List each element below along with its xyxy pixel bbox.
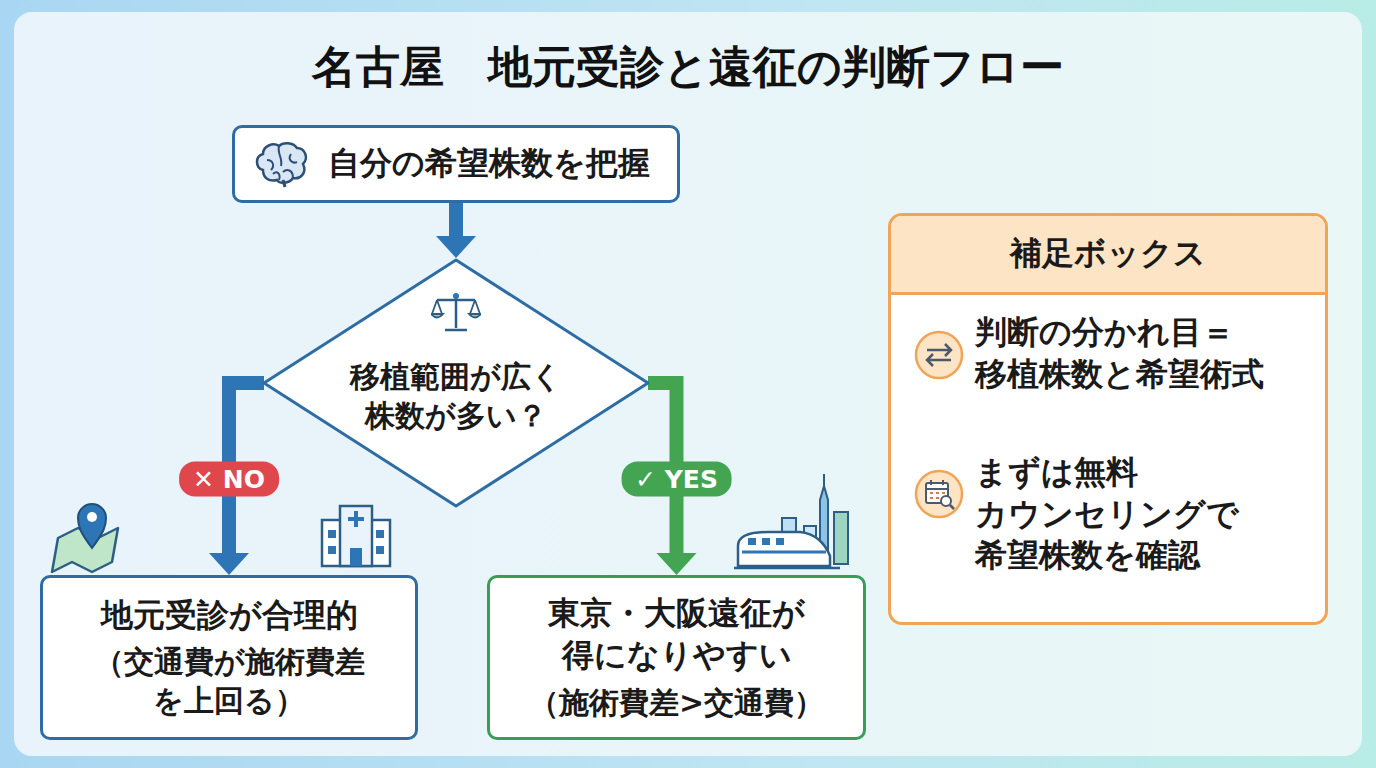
hospital-icon bbox=[322, 506, 390, 566]
arrow-head bbox=[209, 553, 249, 575]
panel-heading: 補足ボックス bbox=[1010, 233, 1206, 275]
arrow-head bbox=[657, 553, 697, 575]
swap-icon bbox=[913, 329, 965, 381]
note-text: まずは無料 カウンセリングで 希望株数を確認 bbox=[975, 452, 1305, 577]
process-box: 東京・大阪遠征が 得になりやすい （施術費差>交通費） bbox=[487, 575, 866, 740]
node-label: 自分の希望株数を把握 bbox=[328, 143, 650, 185]
node-label: 地元受診が合理的 bbox=[101, 595, 358, 637]
branch-label: ✓ YES bbox=[621, 462, 732, 497]
arrow-head bbox=[436, 236, 476, 258]
process-box: 地元受診が合理的 （交通費が施術費差 を上回る） bbox=[40, 575, 418, 740]
process-box: 自分の希望株数を把握 bbox=[232, 125, 680, 203]
scale-icon bbox=[431, 290, 481, 334]
node-label: 移植範囲が広く 株数が多い？ bbox=[341, 357, 571, 435]
branch-label: ✕ NO bbox=[179, 462, 279, 497]
panel-header: 補足ボックス bbox=[891, 216, 1325, 295]
calendar-search-icon bbox=[913, 468, 965, 520]
node-note: （施術費差>交通費） bbox=[529, 683, 824, 722]
node-note: （交通費が施術費差 を上回る） bbox=[69, 642, 389, 720]
flow-arrow bbox=[436, 203, 476, 258]
note-panel: 補足ボックス判断の分かれ目＝ 移植株数と希望術式まずは無料 カウンセリングで 希… bbox=[888, 213, 1328, 625]
decision-diamond: 移植範囲が広く 株数が多い？ bbox=[262, 258, 650, 508]
node-label: 東京・大阪遠征が 得になりやすい bbox=[517, 593, 837, 676]
train-city-icon bbox=[734, 474, 848, 568]
map-pin-icon bbox=[52, 504, 118, 572]
brain-icon bbox=[253, 140, 309, 188]
note-text: 判断の分かれ目＝ 移植株数と希望術式 bbox=[975, 312, 1305, 395]
title: 名古屋 地元受診と遠征の判断フロー bbox=[0, 38, 1376, 97]
diamond-outline bbox=[264, 260, 648, 506]
inner-panel bbox=[14, 12, 1362, 756]
arrow-shaft bbox=[449, 203, 463, 238]
